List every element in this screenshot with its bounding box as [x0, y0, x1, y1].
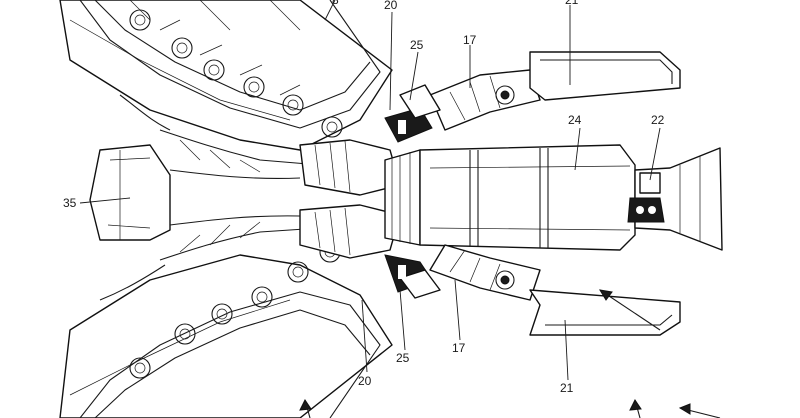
label-8-top: 8 [332, 0, 339, 7]
reference-labels: 20 25 17 21 24 22 35 17 25 20 21 8 [63, 0, 665, 395]
leader-lines [79, 0, 661, 381]
tailpipe-outlet [627, 147, 723, 251]
label-35: 35 [63, 196, 77, 210]
lower-exhaust-pipe [429, 244, 541, 301]
label-21-bottom: 21 [560, 381, 574, 395]
label-25-top: 25 [410, 38, 424, 52]
label-20-top: 20 [384, 0, 398, 12]
upper-exhaust-pipe [429, 69, 541, 131]
y-pipe-junction [384, 149, 421, 246]
intake-plenum [89, 144, 171, 241]
upper-cylinder-bank [59, 0, 393, 151]
label-17-top: 17 [463, 33, 477, 47]
lower-sensor-25 [384, 254, 441, 299]
label-20-bottom: 20 [358, 374, 372, 388]
label-25-bottom: 25 [396, 351, 410, 365]
upper-cylinder-heads [129, 9, 343, 138]
exhaust-manifold-runners [99, 94, 321, 301]
label-24: 24 [568, 113, 582, 127]
label-17-bottom: 17 [452, 341, 466, 355]
label-21-top: 21 [565, 0, 579, 7]
upper-tailpipe-tip [529, 51, 681, 101]
label-22: 22 [651, 113, 665, 127]
direction-arrows [299, 289, 721, 418]
lower-catalyst-cone [299, 204, 401, 259]
upper-sensor-25 [384, 84, 441, 143]
lower-cylinder-bank [59, 241, 393, 418]
lower-tailpipe-tip [529, 289, 681, 336]
main-silencer [419, 144, 636, 251]
